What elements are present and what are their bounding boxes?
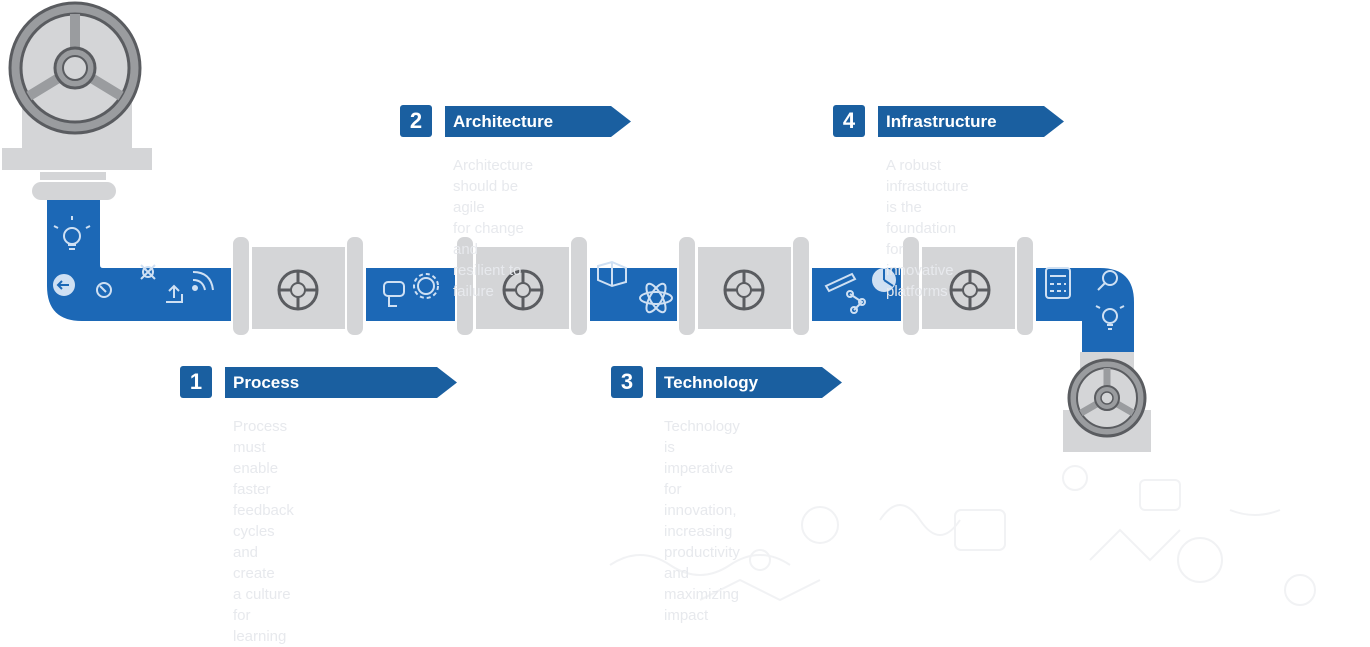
inline-valve-1 bbox=[231, 235, 365, 337]
step-title: Process bbox=[225, 367, 457, 398]
top-left-valve bbox=[2, 1, 152, 200]
calculator-icon bbox=[1045, 267, 1071, 299]
step-description: A robust infrastucture is the foundation… bbox=[886, 157, 969, 300]
network-icon bbox=[846, 290, 866, 314]
recycle-icon bbox=[96, 282, 112, 298]
step-description: Architecture should be agile for change … bbox=[453, 157, 534, 300]
step-title: Technology bbox=[656, 367, 842, 398]
cube-icon bbox=[597, 260, 627, 288]
step-number: 3 bbox=[611, 366, 643, 398]
step-title: Architecture bbox=[445, 106, 631, 137]
lightbulb-icon bbox=[1095, 305, 1125, 330]
step-title: Infrastructure bbox=[878, 106, 1064, 137]
step-description: Technology is imperative for innovation,… bbox=[664, 418, 740, 624]
step-number: 4 bbox=[833, 105, 865, 137]
background-doodles bbox=[609, 465, 1316, 606]
pie-chart-icon bbox=[872, 268, 896, 292]
bug-icon bbox=[140, 264, 156, 280]
bottom-right-valve bbox=[1063, 352, 1151, 452]
pipe-left-elbow bbox=[47, 200, 234, 321]
wifi-icon bbox=[192, 271, 214, 291]
chat-icon bbox=[383, 281, 405, 307]
inline-valve-4 bbox=[901, 235, 1035, 337]
gear-icon bbox=[413, 273, 439, 299]
pipe-segment-2 bbox=[366, 268, 456, 321]
pencil-icon bbox=[824, 272, 857, 293]
back-arrow-icon bbox=[53, 274, 75, 296]
inline-valve-3 bbox=[677, 235, 811, 337]
atom-icon bbox=[639, 282, 673, 314]
lightbulb-icon bbox=[53, 216, 91, 250]
step-number: 2 bbox=[400, 105, 432, 137]
step-description: Process must enable faster feedback cycl… bbox=[233, 418, 294, 645]
upload-icon bbox=[166, 284, 183, 303]
pipe-right-elbow bbox=[1036, 268, 1134, 352]
inline-valve-2 bbox=[455, 235, 589, 337]
search-icon bbox=[1097, 270, 1118, 291]
step-number: 1 bbox=[180, 366, 212, 398]
